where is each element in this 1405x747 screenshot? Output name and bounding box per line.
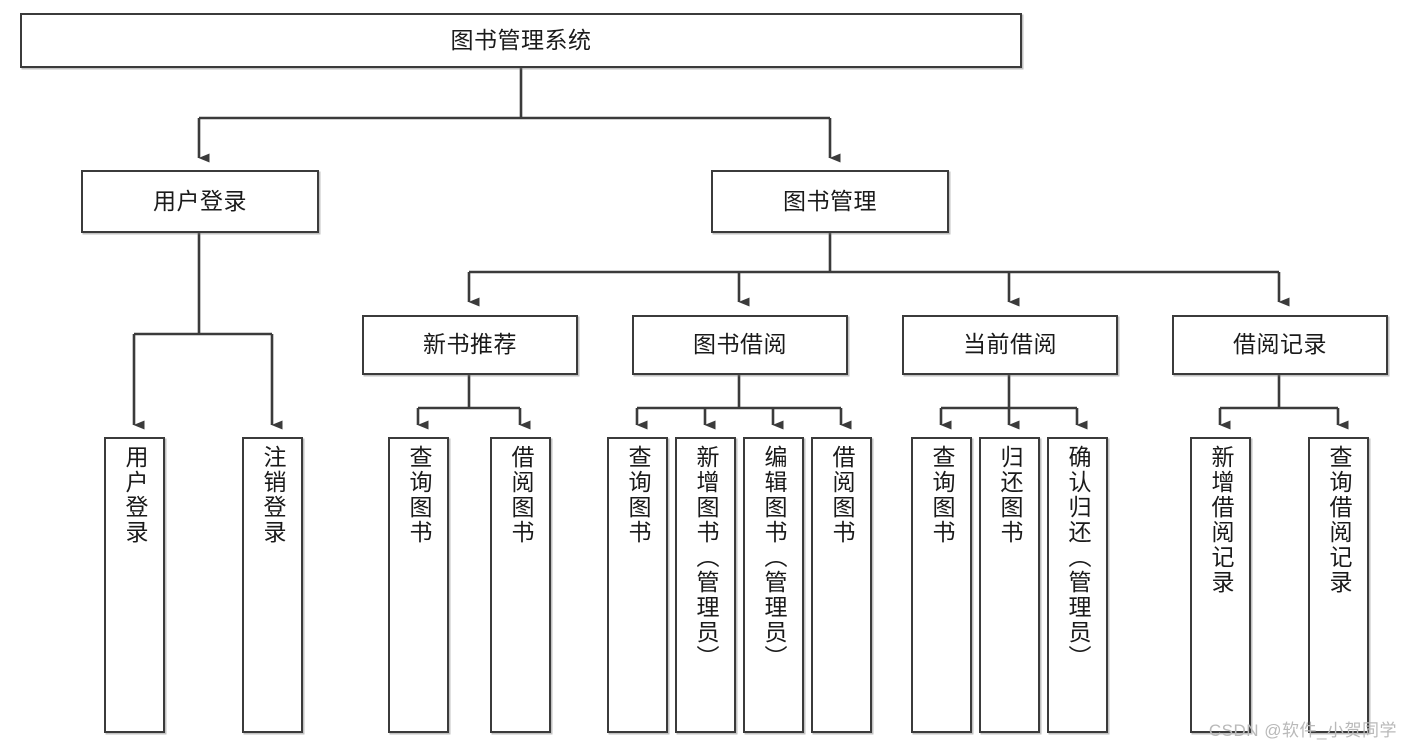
node-leaf-confirm-return-label: 确认归还（管理员） xyxy=(1065,445,1091,670)
node-leaf-edit-book[interactable]: 编辑图书（管理员） xyxy=(743,437,804,733)
node-root-label: 图书管理系统 xyxy=(450,26,592,53)
node-leaf-return-book-label: 归还图书 xyxy=(997,445,1023,545)
node-borrow-record[interactable]: 借阅记录 xyxy=(1172,315,1388,375)
node-leaf-edit-book-label: 编辑图书（管理员） xyxy=(761,445,787,670)
node-book-borrow-label: 图书借阅 xyxy=(693,331,787,358)
node-new-book-recommend-label: 新书推荐 xyxy=(423,331,517,358)
node-leaf-query-book-2-label: 查询图书 xyxy=(625,445,651,545)
node-leaf-add-book-label: 新增图书（管理员） xyxy=(693,445,719,670)
node-user-login[interactable]: 用户登录 xyxy=(81,170,319,233)
node-leaf-borrow-book-1[interactable]: 借阅图书 xyxy=(490,437,551,733)
node-leaf-query-book-1[interactable]: 查询图书 xyxy=(388,437,449,733)
node-leaf-query-book-3-label: 查询图书 xyxy=(929,445,955,545)
node-leaf-query-book-1-label: 查询图书 xyxy=(406,445,432,545)
node-user-login-label: 用户登录 xyxy=(153,187,247,214)
node-current-borrow-label: 当前借阅 xyxy=(963,331,1057,358)
node-leaf-return-book[interactable]: 归还图书 xyxy=(979,437,1040,733)
node-leaf-add-book[interactable]: 新增图书（管理员） xyxy=(675,437,736,733)
node-leaf-borrow-book-2-label: 借阅图书 xyxy=(829,445,855,545)
node-leaf-query-book-3[interactable]: 查询图书 xyxy=(911,437,972,733)
node-current-borrow[interactable]: 当前借阅 xyxy=(902,315,1118,375)
node-new-book-recommend[interactable]: 新书推荐 xyxy=(362,315,578,375)
node-leaf-query-record-label: 查询借阅记录 xyxy=(1326,445,1352,595)
node-leaf-borrow-book-2[interactable]: 借阅图书 xyxy=(811,437,872,733)
node-leaf-query-book-2[interactable]: 查询图书 xyxy=(607,437,668,733)
node-leaf-logout-login[interactable]: 注销登录 xyxy=(242,437,303,733)
node-book-manage[interactable]: 图书管理 xyxy=(711,170,949,233)
node-leaf-logout-login-label: 注销登录 xyxy=(260,445,286,545)
node-root[interactable]: 图书管理系统 xyxy=(20,13,1022,68)
node-leaf-query-record[interactable]: 查询借阅记录 xyxy=(1308,437,1369,733)
node-book-borrow[interactable]: 图书借阅 xyxy=(632,315,848,375)
node-borrow-record-label: 借阅记录 xyxy=(1233,331,1327,358)
node-book-manage-label: 图书管理 xyxy=(783,187,877,214)
node-leaf-user-login[interactable]: 用户登录 xyxy=(104,437,165,733)
node-leaf-confirm-return[interactable]: 确认归还（管理员） xyxy=(1047,437,1108,733)
node-leaf-add-record-label: 新增借阅记录 xyxy=(1208,445,1234,595)
node-leaf-user-login-label: 用户登录 xyxy=(122,445,148,545)
node-leaf-borrow-book-1-label: 借阅图书 xyxy=(508,445,534,545)
node-leaf-add-record[interactable]: 新增借阅记录 xyxy=(1190,437,1251,733)
